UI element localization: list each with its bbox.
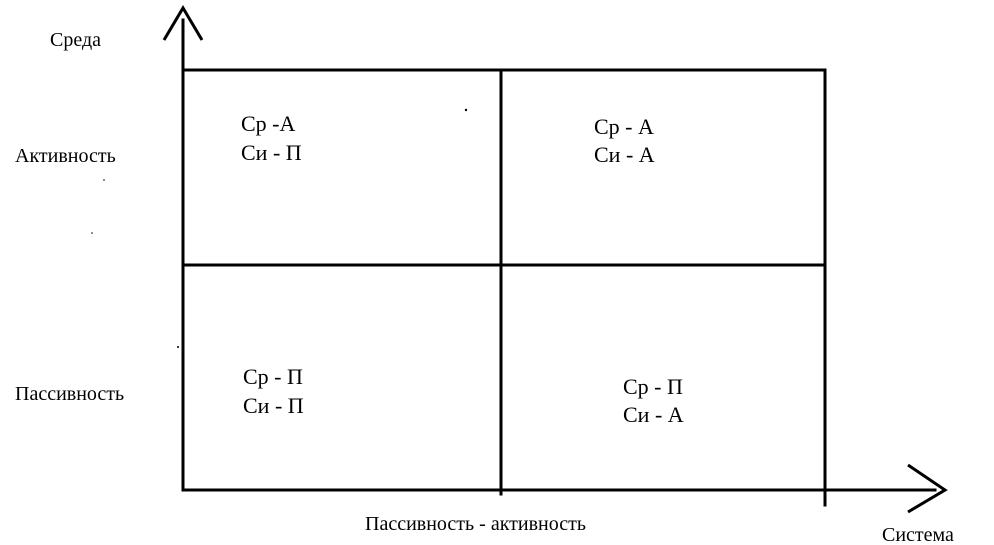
x-axis-caption: Пассивность - активность <box>365 513 586 535</box>
cell-top-left-line1: Ср -А <box>241 111 296 136</box>
y-axis-title: Среда <box>50 29 101 51</box>
cell-bottom-left-line2: Си - П <box>243 393 304 418</box>
x-axis-title: Система <box>882 524 954 545</box>
speck <box>177 346 179 348</box>
cell-top-right-line2: Си - А <box>594 142 655 167</box>
x-axis-arrowhead <box>907 463 948 514</box>
cell-bottom-right-line1: Ср - П <box>623 374 683 399</box>
speck <box>91 232 93 234</box>
cell-bottom-left-line1: Ср - П <box>243 364 303 389</box>
cell-bottom-right-line2: Си - А <box>623 402 684 427</box>
y-axis-arrowhead <box>162 5 204 41</box>
cell-top-left-line2: Си - П <box>241 140 302 165</box>
speck <box>103 179 105 181</box>
y-label-activity: Активность <box>15 145 116 167</box>
speck <box>464 108 468 112</box>
cell-top-right-line1: Ср - А <box>594 114 654 139</box>
y-label-passivity: Пассивность <box>15 383 124 405</box>
